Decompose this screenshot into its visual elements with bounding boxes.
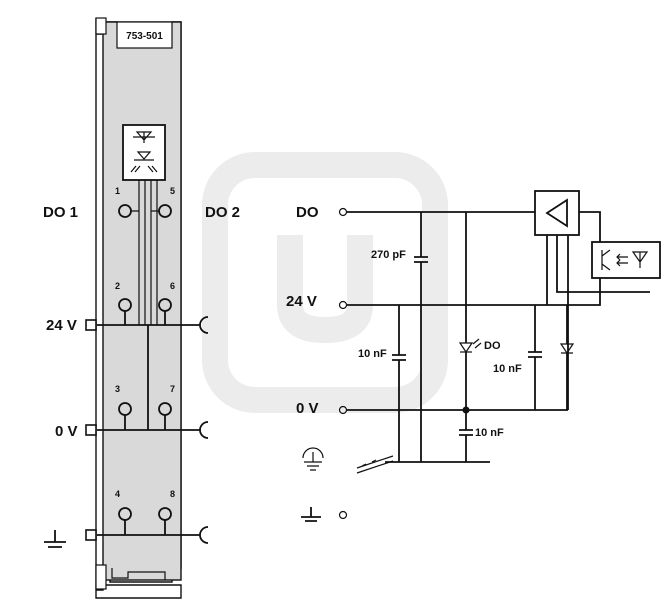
ground-icon <box>44 530 66 548</box>
protective-earth-icon <box>302 447 324 471</box>
pin-number: 1 <box>115 186 120 196</box>
din-rail-icon <box>356 455 394 474</box>
do2-label: DO 2 <box>205 204 240 221</box>
right-do-label: DO <box>296 204 319 221</box>
do1-label: DO 1 <box>43 204 78 221</box>
led-icon <box>458 338 482 354</box>
right-0v-label: 0 V <box>296 400 319 417</box>
right-24v-label: 24 V <box>286 293 317 310</box>
ground-icon <box>301 507 321 522</box>
watermark-logo <box>202 152 448 413</box>
module-housing <box>95 17 182 599</box>
output-optocoupler-icon <box>591 241 661 279</box>
cap-10nf-label-b: 10 nF <box>475 427 504 439</box>
left-0v-label: 0 V <box>55 423 78 440</box>
cap-270pf-label: 270 pF <box>371 249 406 261</box>
pin-number: 8 <box>170 489 175 499</box>
optocoupler-icon <box>122 124 166 181</box>
cap-10nf-label-c: 10 nF <box>493 363 522 375</box>
pin-number: 3 <box>115 384 120 394</box>
pin-number: 7 <box>170 384 175 394</box>
pin-number: 6 <box>170 281 175 291</box>
amplifier-icon <box>534 190 580 236</box>
pin-number: 5 <box>170 186 175 196</box>
led-label: DO <box>484 340 501 352</box>
pin-number: 4 <box>115 489 120 499</box>
cap-10nf-label-a: 10 nF <box>358 348 387 360</box>
pin-number: 2 <box>115 281 120 291</box>
left-24v-label: 24 V <box>46 317 77 334</box>
module-model-label: 753-501 <box>126 31 163 42</box>
